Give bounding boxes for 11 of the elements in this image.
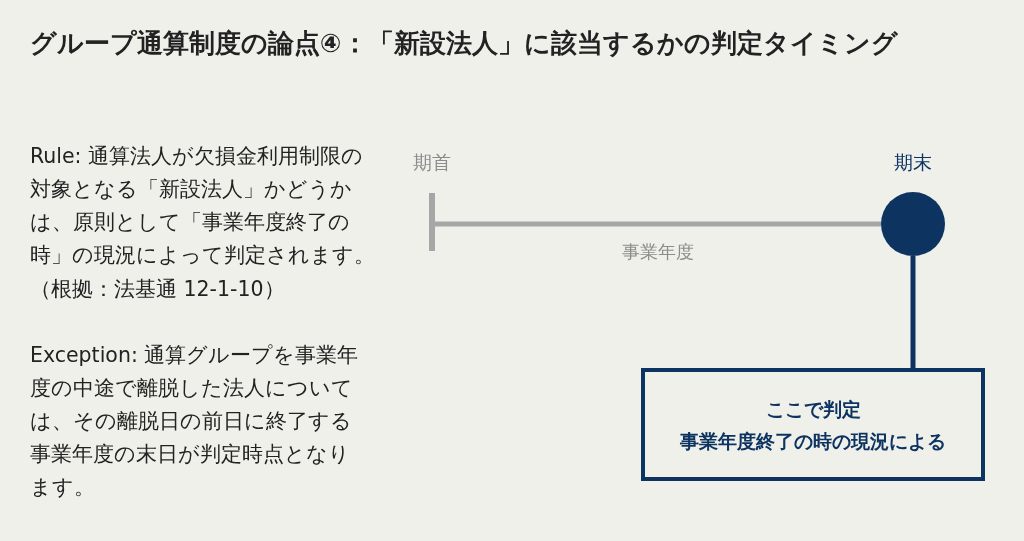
title: グループ通算制度の論点④：「新設法人」に該当するかの判定タイミング — [30, 27, 898, 60]
period-label: 期末 — [894, 150, 932, 175]
rule-paragraph: Rule: 通算法人が欠損金利用制限の対象となる「新設法人」かどうかは、原則として「事業年度終了の時」の現況によって判定されます。 — [30, 143, 376, 269]
connector-line — [434, 221, 881, 227]
period-label: 期首 — [413, 150, 451, 175]
exception-paragraph: Exception: 通算グループを事業年度の中途で離脱した法人については、その離脱日の前日に終了する事業年度の末日が判定時点となります。 — [30, 342, 360, 501]
judgment-box — [641, 368, 985, 481]
source-note: （根拠：法基通 12-1-10） — [30, 276, 286, 303]
box-text: ここで判定 — [765, 396, 861, 422]
connector-line — [910, 256, 916, 368]
box-text: 事業年度終了の時の現況による — [680, 428, 946, 454]
